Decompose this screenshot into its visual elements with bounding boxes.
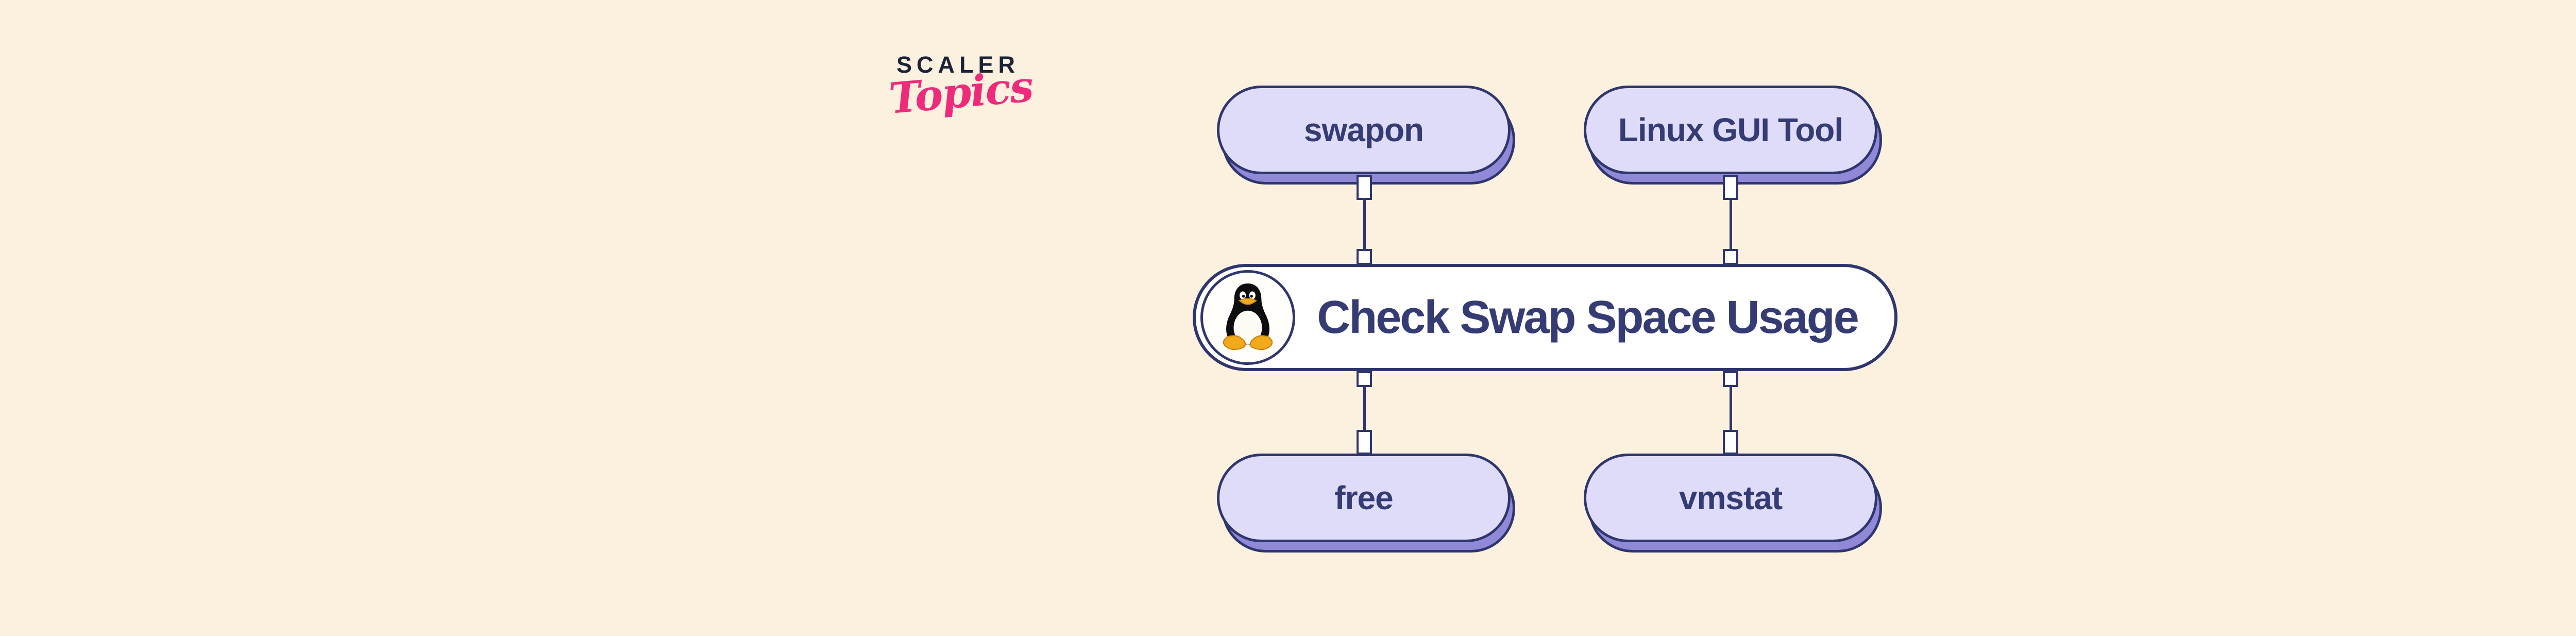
node-label: swapon — [1303, 111, 1424, 148]
center-node-label: Check Swap Space Usage — [1317, 291, 1859, 343]
connector-line — [1729, 200, 1732, 249]
logo-brand-text: SCALER — [896, 52, 1020, 78]
connector-bottom-right — [1723, 371, 1738, 455]
node-linux-gui-tool: Linux GUI Tool — [1584, 86, 1877, 174]
node-swapon: swapon — [1217, 86, 1511, 174]
linux-tux-badge — [1200, 270, 1295, 365]
connector-line — [1363, 387, 1366, 430]
node-free: free — [1217, 454, 1511, 542]
connector-top-left — [1357, 175, 1372, 265]
node-check-swap-space-usage: Check Swap Space Usage — [1193, 264, 1897, 371]
connector-joint — [1723, 175, 1738, 200]
connector-joint — [1723, 249, 1738, 265]
node-label: free — [1334, 479, 1393, 516]
connector-bottom-left — [1357, 371, 1372, 455]
connector-joint — [1357, 371, 1372, 387]
connector-line — [1363, 200, 1366, 249]
tux-penguin-icon — [1223, 283, 1273, 350]
node-label: Linux GUI Tool — [1618, 111, 1843, 148]
connector-joint — [1723, 371, 1738, 387]
node-vmstat: vmstat — [1584, 454, 1877, 542]
connector-joint — [1357, 175, 1372, 200]
connector-line — [1729, 387, 1732, 430]
connector-joint — [1723, 430, 1738, 455]
scaler-topics-logo: SCALER Topics — [887, 52, 1035, 124]
node-label: vmstat — [1679, 479, 1783, 516]
connector-joint — [1357, 430, 1372, 455]
connector-joint — [1357, 249, 1372, 265]
connector-top-right — [1723, 175, 1738, 265]
